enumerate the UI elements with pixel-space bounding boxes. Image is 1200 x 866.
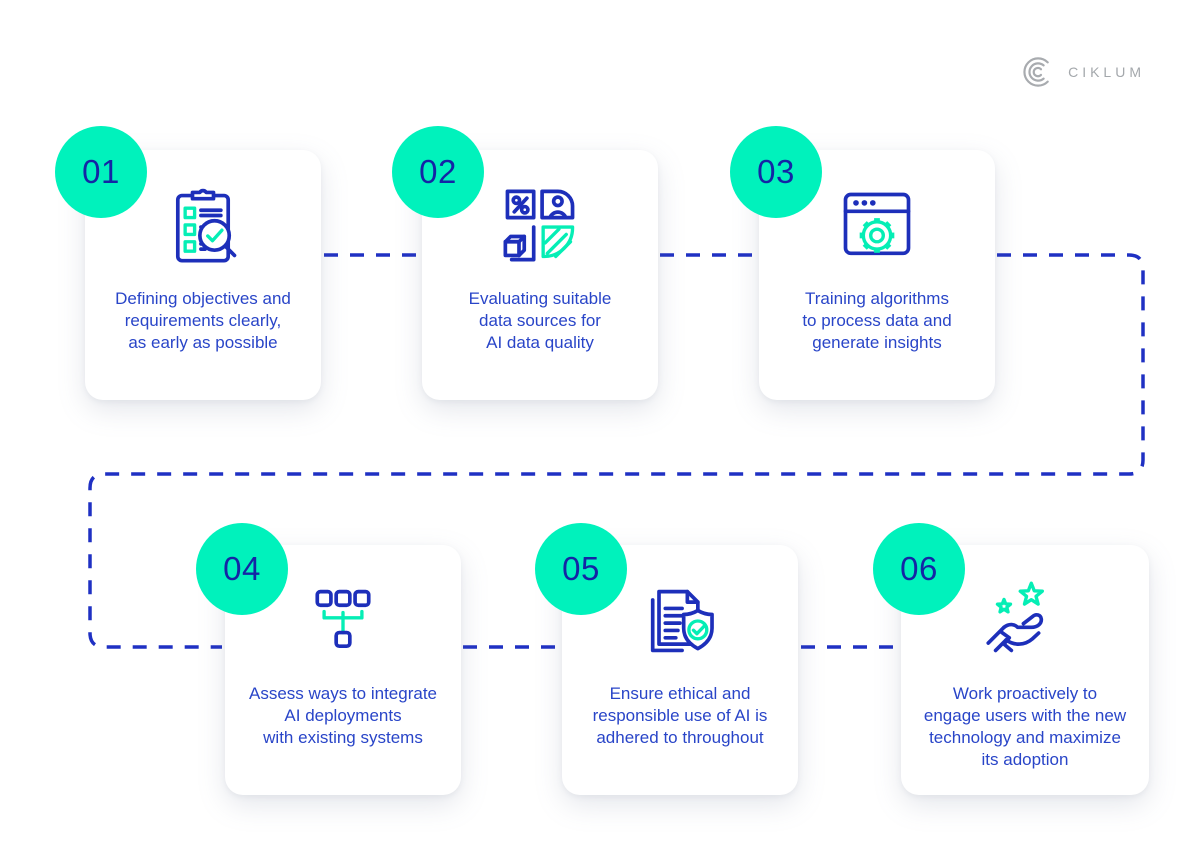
step-number-badge-1: 01 [55,126,147,218]
step-text-1: Defining objectives and requirements cle… [115,289,291,353]
step-number-4: 04 [223,550,261,587]
step-number-6: 06 [900,550,938,587]
step-number-badge-5: 05 [535,523,627,615]
step-number-badge-2: 02 [392,126,484,218]
integration-hierarchy-icon [293,579,393,663]
step-number-3: 03 [757,153,795,190]
step-number-badge-4: 04 [196,523,288,615]
browser-gear-icon [827,184,927,268]
step-text-5: Ensure ethical and responsible use of AI… [592,684,768,748]
step-number-5: 05 [562,550,600,587]
step-text-4: Assess ways to integrate AI deployments … [248,684,438,748]
clipboard-checklist-magnifier-icon [153,184,253,268]
step-text-6: Work proactively to engage users with th… [923,684,1127,770]
ciklum-logo: CIKLUM [1019,52,1145,92]
data-sources-grid-icon [490,184,590,268]
step-text-3: Training algorithms to process data and … [802,289,952,353]
step-number-badge-3: 03 [730,126,822,218]
ciklum-logo-icon [1023,57,1049,87]
step-number-2: 02 [419,153,457,190]
ciklum-logo-text: CIKLUM [1068,64,1145,80]
document-shield-check-icon [630,579,730,663]
step-number-badge-6: 06 [873,523,965,615]
step-text-2: Evaluating suitable data sources for AI … [468,289,612,353]
step-card-6: Work proactively to engage users with th… [901,545,1149,795]
hand-with-stars-icon [975,579,1075,663]
step-number-1: 01 [82,153,120,190]
